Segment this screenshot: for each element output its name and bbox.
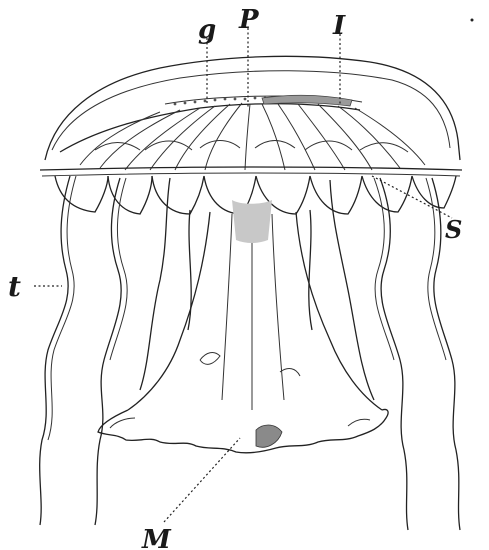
manubrium xyxy=(98,200,388,453)
leader-M xyxy=(164,438,240,522)
figure-labels: g P I S t M xyxy=(8,5,462,550)
label-M: M xyxy=(141,525,172,550)
label-P: P xyxy=(238,5,260,35)
label-t: t xyxy=(8,270,21,303)
leader-lines xyxy=(34,28,452,522)
speck xyxy=(471,19,474,22)
label-g: g xyxy=(198,15,216,45)
label-S: S xyxy=(445,215,462,244)
label-I: I xyxy=(332,11,346,41)
leader-S xyxy=(372,176,452,218)
umbrella xyxy=(40,56,462,176)
